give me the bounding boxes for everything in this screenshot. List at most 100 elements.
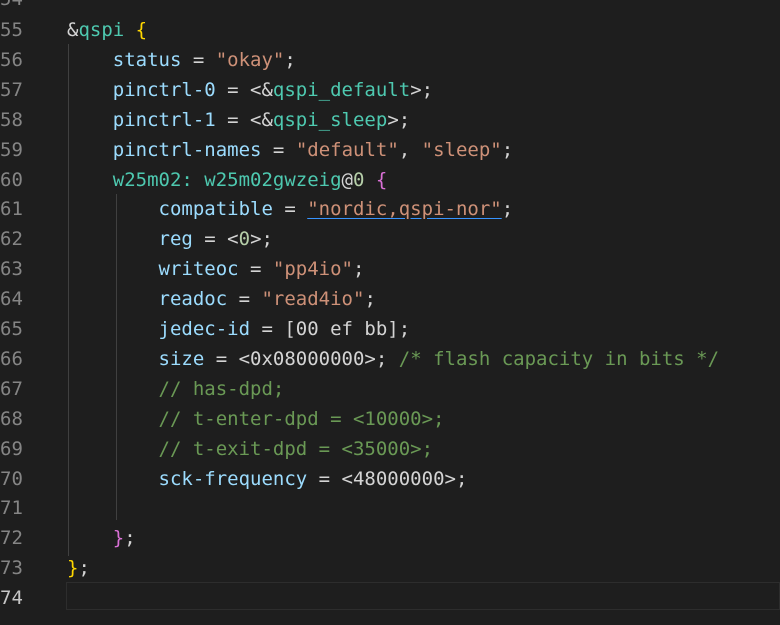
code-line[interactable]: 59 pinctrl-names = "default", "sleep"; xyxy=(0,135,780,165)
line-number: 59 xyxy=(0,138,23,161)
token-comment: // has-dpd; xyxy=(158,377,285,400)
code-text: pinctrl-1 = <&qspi_sleep>; xyxy=(67,105,410,135)
token-prop: writeoc xyxy=(158,258,239,281)
token-punc: , xyxy=(398,138,422,161)
token-brace-purple: } xyxy=(112,527,125,550)
code-text: }; xyxy=(67,553,90,583)
code-text: size = <0x08000000>; /* flash capacity i… xyxy=(67,344,720,374)
token-str: "pp4io" xyxy=(272,258,353,281)
token-prop: status xyxy=(112,48,182,71)
token-punc xyxy=(67,288,159,310)
code-text: status = "okay"; xyxy=(67,45,296,75)
code-text: writeoc = "pp4io"; xyxy=(67,254,365,284)
token-prop: pinctrl-names xyxy=(112,138,262,161)
line-number: 61 xyxy=(0,198,23,221)
token-punc xyxy=(124,19,135,41)
code-line[interactable]: 58 pinctrl-1 = <&qspi_sleep>; xyxy=(0,105,780,135)
code-line[interactable]: 60 w25m02: w25m02gwzeig@0 { xyxy=(0,165,780,195)
token-str: "default" xyxy=(295,138,399,161)
token-brace-gold: } xyxy=(67,557,79,580)
code-line[interactable]: 64 readoc = "read4io"; xyxy=(0,284,780,314)
token-str: "okay" xyxy=(215,48,285,71)
token-brace-gold: { xyxy=(135,19,148,41)
token-punc: >; xyxy=(387,108,411,131)
line-number: 68 xyxy=(0,407,23,430)
token-punc: ; xyxy=(501,198,514,221)
code-line[interactable]: 74 xyxy=(0,583,780,613)
code-text: w25m02: w25m02gwzeig@0 { xyxy=(67,165,388,195)
token-ref: qspi xyxy=(78,19,125,41)
token-punc xyxy=(67,408,159,430)
token-ref: qspi_default xyxy=(272,78,411,101)
code-line[interactable]: 67 // has-dpd; xyxy=(0,374,780,404)
line-number: 72 xyxy=(0,527,23,550)
token-punc xyxy=(67,228,159,250)
token-punc: ; xyxy=(284,48,296,71)
code-text: // t-exit-dpd = <35000>; xyxy=(67,434,434,464)
token-prop: jedec-id xyxy=(158,318,251,340)
token-punc: >; xyxy=(250,228,273,251)
token-punc xyxy=(67,378,159,400)
indent-guide xyxy=(68,44,69,556)
token-punc: = <& xyxy=(215,108,273,131)
token-punc: >; xyxy=(410,78,434,101)
code-line[interactable]: 66 size = <0x08000000>; /* flash capacit… xyxy=(0,344,780,374)
token-punc: @ xyxy=(341,168,353,191)
token-prop: size xyxy=(158,347,205,370)
token-link: "nordic,qspi-nor" xyxy=(307,198,502,221)
token-punc: = xyxy=(227,288,262,311)
code-line[interactable]: 63 writeoc = "pp4io"; xyxy=(0,254,780,284)
line-number: 67 xyxy=(0,377,23,400)
token-punc: = xyxy=(181,48,216,71)
token-prop: sck-frequency xyxy=(158,467,308,490)
token-punc: = <0x08000000>; xyxy=(204,347,399,370)
code-text: // has-dpd; xyxy=(67,374,285,404)
code-line[interactable]: 68 // t-enter-dpd = <10000>; xyxy=(0,404,780,434)
code-text: pinctrl-names = "default", "sleep"; xyxy=(67,135,513,165)
code-line[interactable]: 72 }; xyxy=(0,523,780,553)
code-line[interactable]: 69 // t-exit-dpd = <35000>; xyxy=(0,434,780,464)
token-punc xyxy=(67,527,113,549)
code-line[interactable]: 56 status = "okay"; xyxy=(0,45,780,75)
token-punc: ; xyxy=(364,288,376,311)
code-line[interactable]: 62 reg = <0>; xyxy=(0,224,780,254)
code-text: &qspi { xyxy=(67,15,147,45)
line-number: 54 xyxy=(0,0,23,14)
token-punc xyxy=(67,79,113,101)
code-text: readoc = "read4io"; xyxy=(67,284,376,314)
code-line[interactable]: 57 pinctrl-0 = <&qspi_default>; xyxy=(0,75,780,105)
code-line[interactable]: 65 jedec-id = [00 ef bb]; xyxy=(0,314,780,344)
token-punc: ; xyxy=(78,557,90,580)
line-number: 64 xyxy=(0,288,23,311)
token-punc: = xyxy=(261,138,296,161)
line-number: 71 xyxy=(0,497,23,520)
code-line[interactable]: 73}; xyxy=(0,553,780,583)
code-line[interactable]: 71 xyxy=(0,493,780,523)
token-brace-purple: { xyxy=(375,168,388,191)
token-node: w25m02: w25m02gwzeig xyxy=(112,168,342,191)
token-prop: readoc xyxy=(158,288,228,311)
code-line[interactable]: 61 compatible = "nordic,qspi-nor"; xyxy=(0,194,780,224)
token-punc: = xyxy=(238,258,273,281)
line-number: 63 xyxy=(0,258,23,281)
code-line[interactable]: 70 sck-frequency = <48000000>; xyxy=(0,464,780,494)
code-line[interactable]: 55&qspi { xyxy=(0,15,780,45)
partial-line: 54 xyxy=(0,0,780,14)
token-prop: pinctrl-1 xyxy=(112,108,216,131)
line-number: 66 xyxy=(0,347,23,370)
token-punc: = <& xyxy=(215,78,273,101)
line-number: 55 xyxy=(0,19,23,41)
line-number: 62 xyxy=(0,228,23,251)
code-text: jedec-id = [00 ef bb]; xyxy=(67,314,411,344)
line-number: 69 xyxy=(0,437,23,460)
line-number: 65 xyxy=(0,318,23,340)
token-prop: pinctrl-0 xyxy=(112,78,216,101)
line-number: 74 xyxy=(0,587,23,610)
line-number: 57 xyxy=(0,78,23,101)
token-punc xyxy=(364,169,375,191)
token-punc xyxy=(67,139,113,161)
token-punc xyxy=(67,169,113,191)
token-num: 0 xyxy=(353,168,365,191)
token-comment: // t-exit-dpd = <35000>; xyxy=(158,437,434,460)
